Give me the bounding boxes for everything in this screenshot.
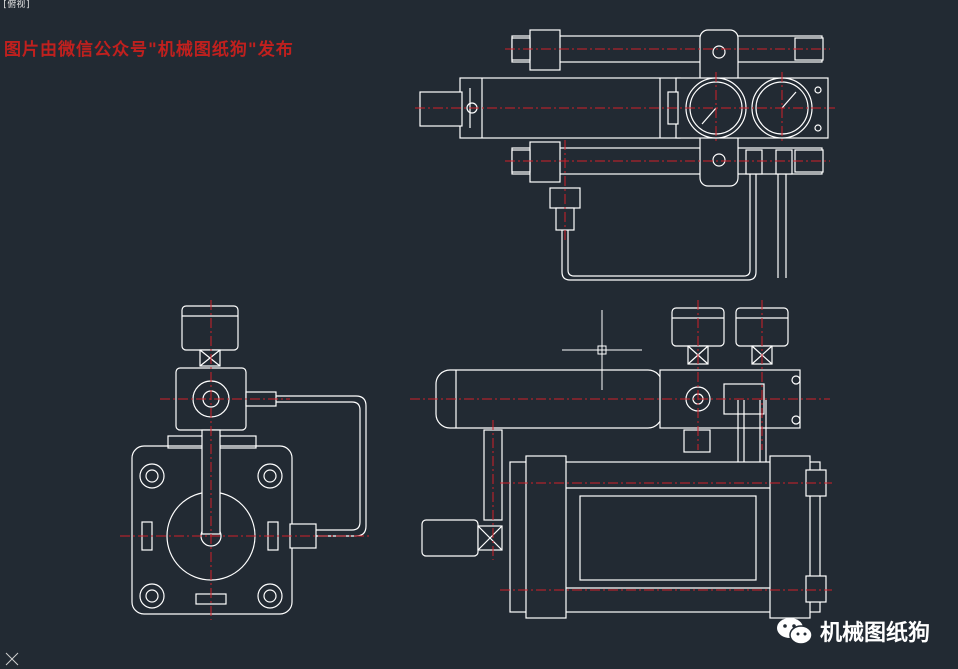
crosshair-cursor [562, 310, 642, 390]
front-view [410, 300, 832, 619]
ucs-icon [5, 652, 19, 666]
wechat-logo [776, 618, 813, 645]
top-view [415, 29, 835, 281]
side-view [120, 300, 372, 620]
watermark-text: 机械图纸狗 [819, 621, 930, 646]
red-annotation-text: 图片由微信公众号"机械图纸狗"发布 [4, 40, 294, 60]
watermark: 机械图纸狗 [776, 615, 930, 647]
viewport-label[interactable]: [俯视] [0, 0, 33, 10]
